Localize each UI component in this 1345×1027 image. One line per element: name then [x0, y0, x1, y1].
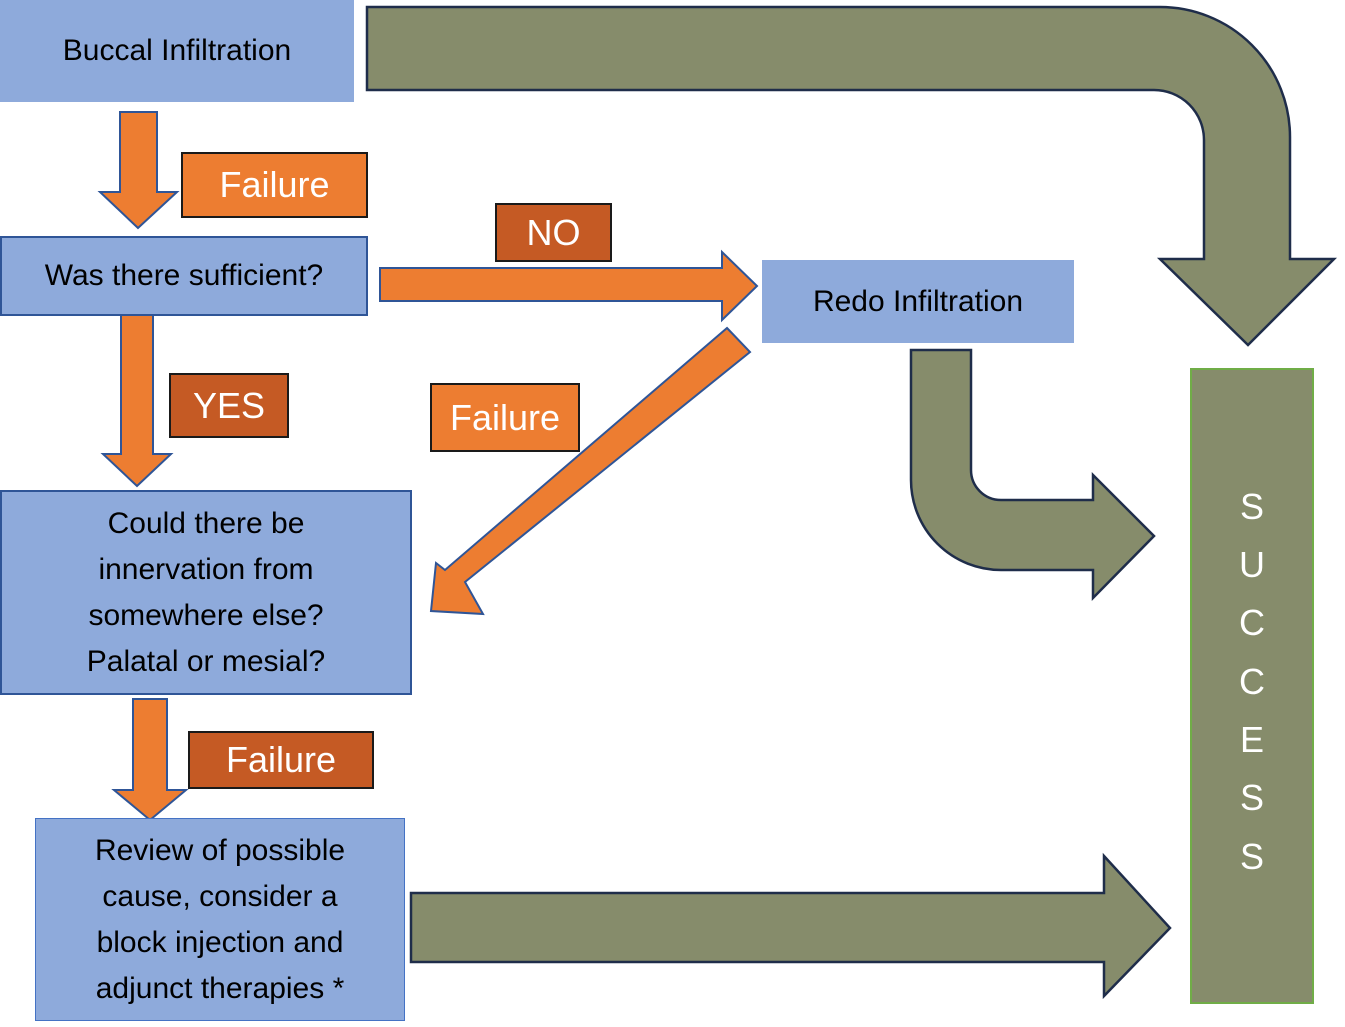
success-arrow-redo — [909, 348, 1156, 602]
label-yes-text: YES — [192, 384, 266, 426]
node-review-line: Review of possible — [94, 833, 346, 867]
node-buccal-infiltration-text: Buccal Infiltration — [62, 34, 292, 67]
label-yes: YES — [169, 373, 289, 438]
node-review: Review of possible cause, consider a blo… — [35, 818, 405, 1021]
label-no: NO — [495, 203, 612, 262]
node-was-there-sufficient: Was there sufficient? — [0, 236, 368, 316]
success-arrow-buccal — [365, 5, 1338, 347]
failure-arrow-1 — [97, 111, 180, 230]
label-failure-2-text: Failure — [449, 396, 561, 438]
label-no-text: NO — [526, 211, 581, 253]
node-innervation: Could there be innervation from somewher… — [0, 490, 412, 695]
failure-arrow-2 — [429, 326, 752, 616]
success-letter: E — [1239, 719, 1264, 760]
node-redo-infiltration-text: Redo Infiltration — [812, 284, 1024, 318]
node-innervation-line: Could there be — [107, 506, 305, 540]
node-redo-infiltration: Redo Infiltration — [762, 260, 1074, 343]
yes-arrow — [100, 313, 174, 488]
failure-arrow-3 — [111, 698, 189, 822]
success-letter: U — [1239, 544, 1265, 585]
success-box: S U C C E S S — [1190, 368, 1314, 1004]
no-arrow — [379, 249, 759, 323]
node-buccal-infiltration: Buccal Infiltration — [0, 0, 354, 102]
label-failure-2: Failure — [430, 383, 580, 452]
success-letter: S — [1239, 486, 1264, 527]
success-letter: C — [1239, 661, 1265, 702]
node-review-line: block injection and — [96, 925, 344, 959]
success-letter: S — [1239, 836, 1264, 877]
node-was-there-sufficient-text: Was there sufficient? — [44, 259, 324, 292]
node-review-line: cause, consider a — [102, 879, 338, 913]
label-failure-3-text: Failure — [225, 739, 337, 780]
node-innervation-line: innervation from — [98, 552, 314, 586]
node-review-line: adjunct therapies * — [95, 971, 345, 1005]
node-innervation-line: Palatal or mesial? — [86, 644, 326, 678]
success-letter: C — [1239, 602, 1265, 643]
label-failure-3: Failure — [188, 731, 374, 789]
success-letter: S — [1239, 777, 1264, 818]
node-innervation-line: somewhere else? — [88, 598, 324, 632]
label-failure-1-text: Failure — [219, 164, 330, 205]
success-arrow-review — [409, 852, 1172, 1000]
label-failure-1: Failure — [181, 152, 368, 218]
